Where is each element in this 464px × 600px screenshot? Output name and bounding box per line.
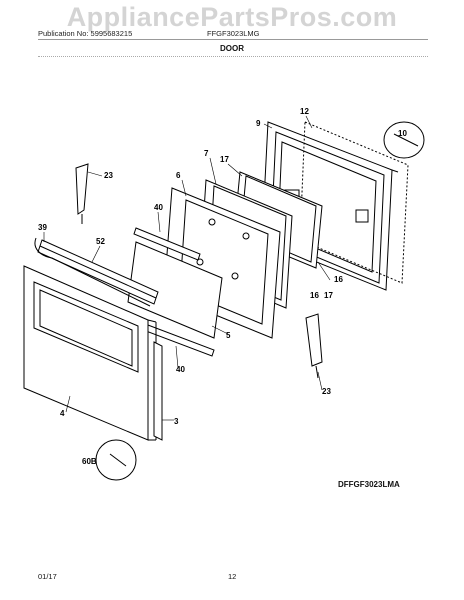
model-number: FFGF3023LMG — [207, 29, 260, 38]
callout-label: 5 — [226, 331, 231, 340]
callout-label: 17 — [220, 155, 229, 164]
hinge-left — [75, 163, 89, 224]
side-trim — [153, 341, 163, 441]
publication-number: Publication No: 5995683215 — [38, 29, 133, 38]
callout-label: 23 — [322, 387, 331, 396]
callout-label: 3 — [174, 417, 179, 426]
callout-label: 23 — [104, 171, 113, 180]
callout-label: 40 — [154, 203, 163, 212]
header-rule — [38, 39, 428, 40]
door-trim — [37, 239, 159, 305]
hinge-right — [305, 313, 323, 379]
callout-label: 16 — [310, 291, 319, 300]
glass-retainer-top — [133, 227, 201, 261]
section-rule — [38, 56, 428, 57]
callouts: 12 9 10 7 17 6 23 40 39 52 16 16 17 5 40… — [38, 107, 407, 466]
callout-label: 9 — [256, 119, 261, 128]
leader-lines — [43, 115, 331, 421]
callout-label: 52 — [96, 237, 105, 246]
callout-label: 7 — [204, 149, 209, 158]
section-title: DOOR — [220, 44, 244, 53]
callout-label: 40 — [176, 365, 185, 374]
callout-label: 12 — [300, 107, 309, 116]
callout-label: 60B — [82, 457, 97, 466]
callout-label: 39 — [38, 223, 47, 232]
screw-60b — [95, 439, 137, 481]
callout-label: 17 — [324, 291, 333, 300]
screw-10 — [383, 121, 425, 159]
watermark: AppliancePartsPros.com — [66, 2, 398, 32]
door-handle — [34, 237, 151, 307]
footer-date: 01/17 — [38, 572, 57, 581]
callout-label: 10 — [398, 129, 407, 138]
callout-label: 16 — [334, 275, 343, 284]
page-number: 12 — [228, 572, 237, 581]
callout-label: 4 — [60, 409, 65, 418]
callout-label: 6 — [176, 171, 181, 180]
diagram-code: DFFGF3023LMA — [338, 480, 400, 489]
